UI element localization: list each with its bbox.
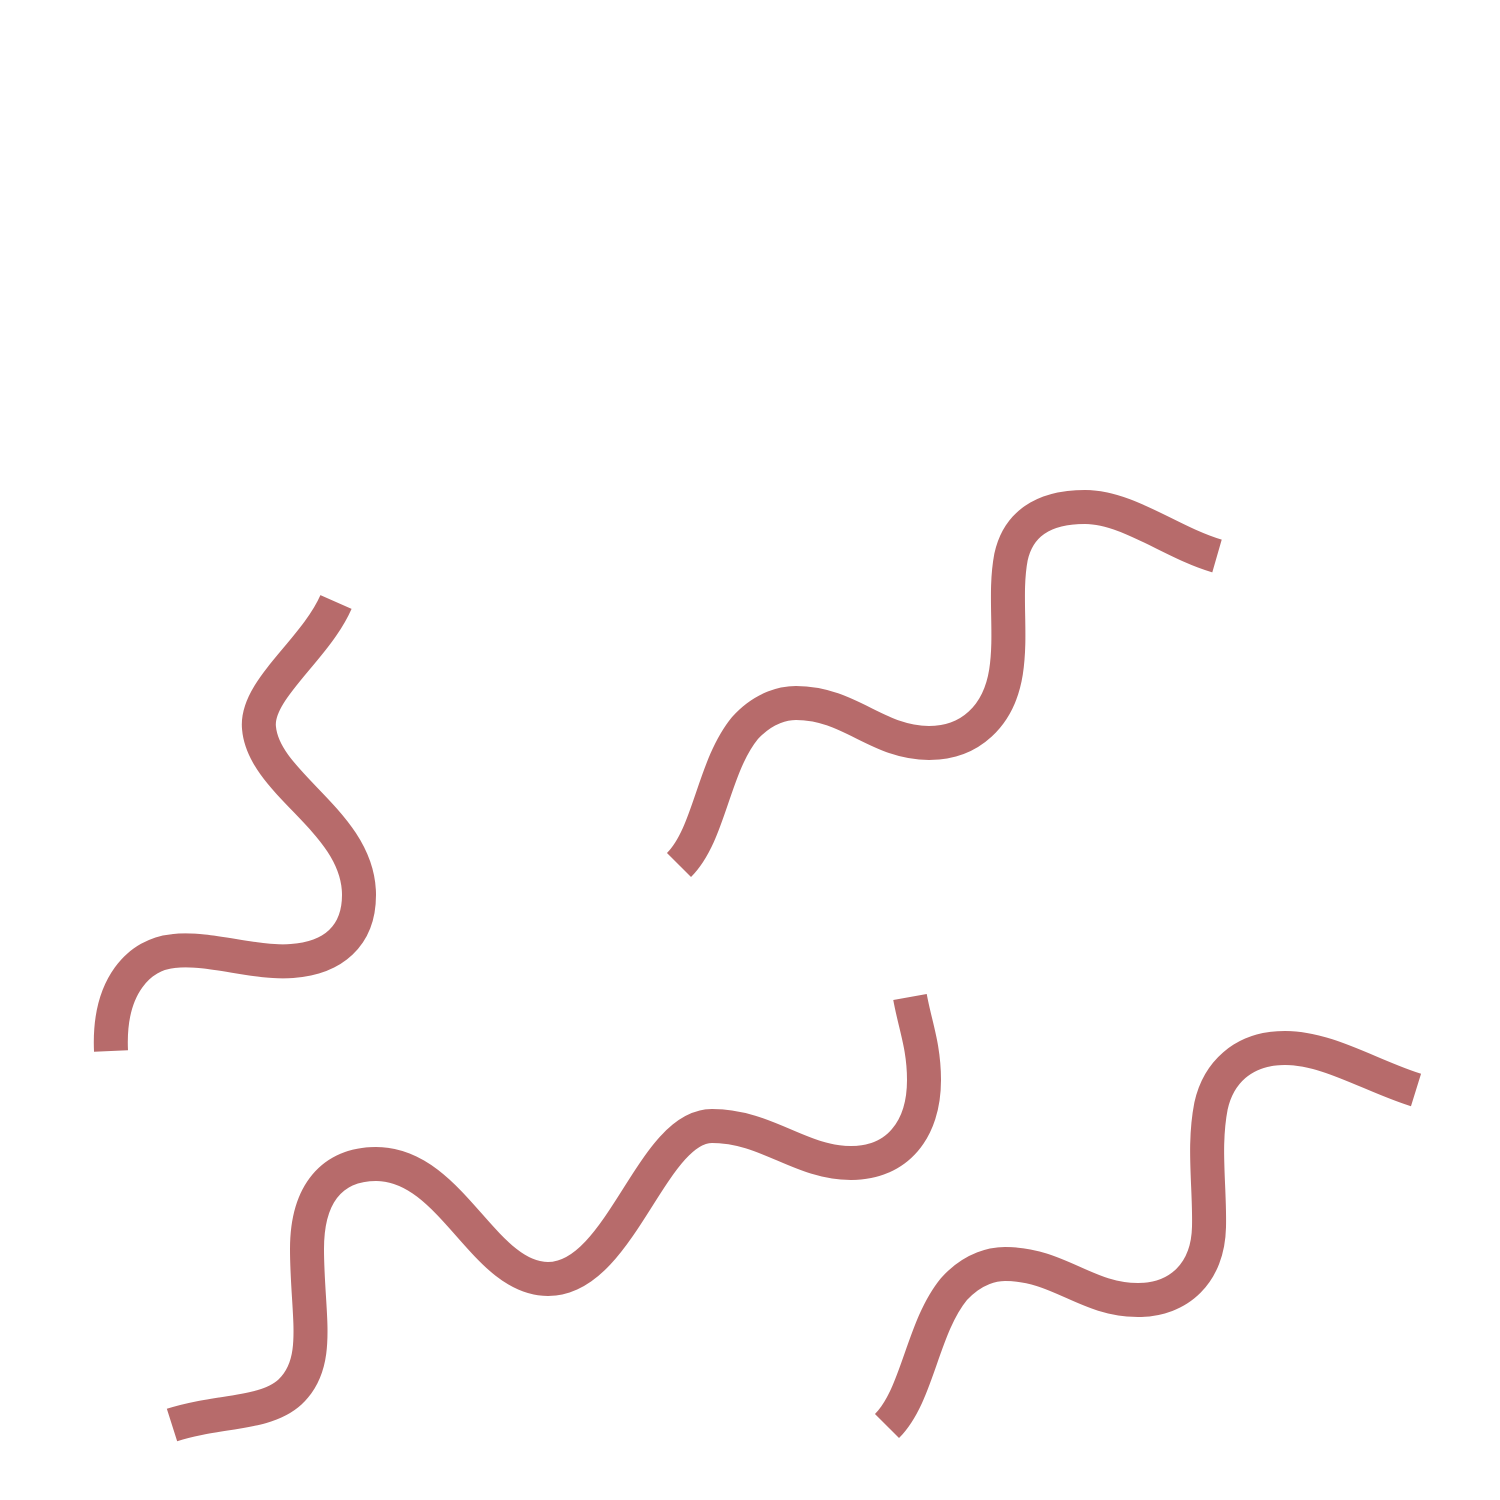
squiggle-bottom-center <box>166 993 941 1442</box>
squiggle-left <box>93 594 376 1052</box>
squiggle-upper-right <box>666 490 1223 878</box>
squiggle-bottom-right <box>874 1031 1422 1439</box>
